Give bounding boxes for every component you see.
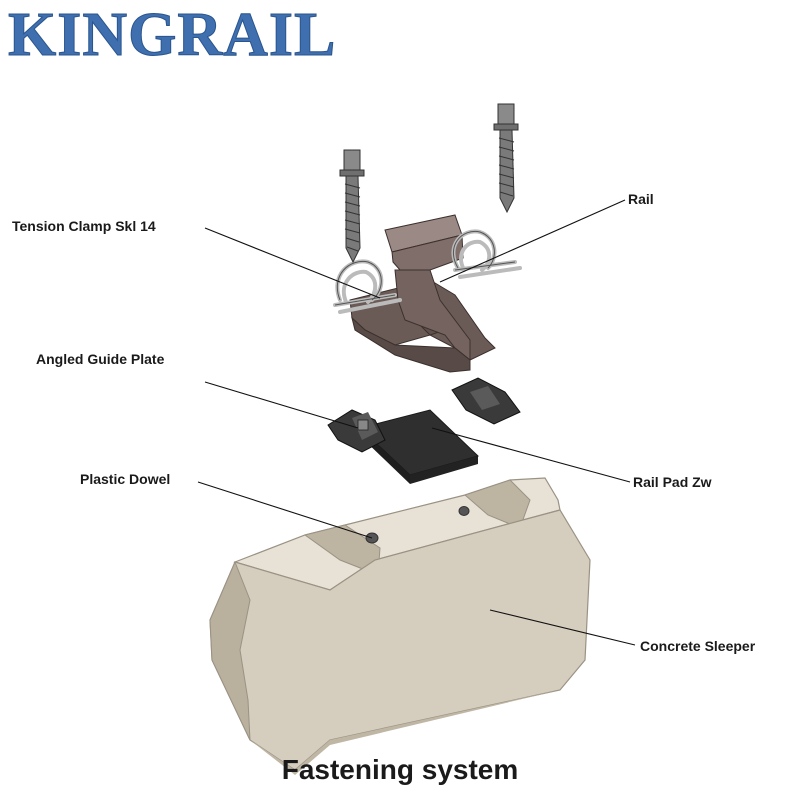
screw-spike-left [339,149,365,264]
concrete-sleeper [209,477,591,775]
leader-concrete-sleeper [489,609,636,646]
dowel-hole-right [458,506,470,516]
label-rail: Rail [628,191,654,207]
leader-tension-clamp [204,227,381,299]
tension-clamp-right-outline [452,230,516,271]
logo-text: KINGRAIL [7,1,337,69]
label-tension-clamp: Tension Clamp Skl 14 [12,218,156,234]
rail [349,214,496,373]
label-concrete-sleeper: Concrete Sleeper [640,638,756,654]
angled-guide-plate-right [451,377,521,425]
angled-guide-plate-left [327,409,386,453]
leader-rail-pad [431,427,631,483]
leader-guide-plate [204,381,359,429]
label-angled-guide-plate: Angled Guide Plate [36,351,165,367]
logo: KINGRAIL [0,0,398,70]
label-plastic-dowel: Plastic Dowel [80,471,171,487]
leader-rail [439,199,626,283]
diagram-caption: Fastening system [281,754,519,785]
leader-plastic-dowel [197,481,373,539]
label-rail-pad: Rail Pad Zw [633,474,712,490]
tension-clamp-right [451,229,522,279]
rail-pad [358,409,479,484]
screw-spike-right [493,103,519,214]
